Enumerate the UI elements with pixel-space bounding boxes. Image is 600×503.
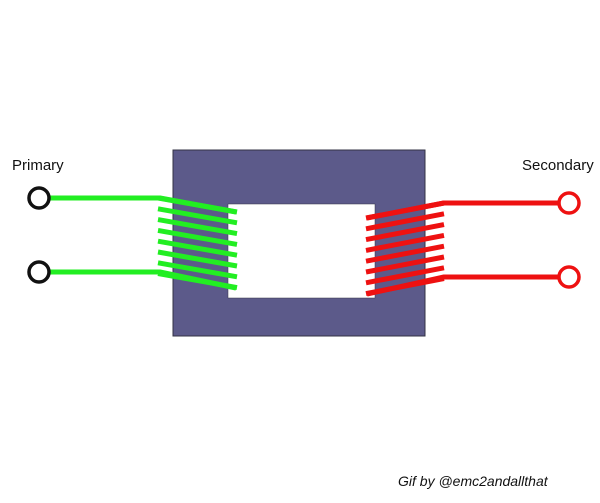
gif-credit: Gif by @emc2andallthat: [398, 473, 548, 489]
primary-winding: [157, 195, 238, 291]
secondary-terminal-top[interactable]: [557, 191, 581, 215]
secondary-winding-turn: [365, 265, 445, 286]
primary-circuit: [27, 186, 238, 291]
primary-winding-turn: [157, 195, 238, 215]
primary-winding-turn: [157, 206, 238, 226]
secondary-winding-turn: [365, 254, 445, 275]
secondary-terminal-bottom[interactable]: [557, 265, 581, 289]
secondary-winding: [365, 200, 445, 297]
core-window: [227, 203, 376, 299]
primary-winding-turn: [157, 227, 238, 247]
primary-winding-turn: [157, 238, 238, 258]
primary-winding-turn: [157, 271, 238, 291]
secondary-winding-turn: [365, 243, 445, 264]
primary-winding-turn: [157, 260, 238, 280]
primary-label: Primary: [12, 157, 64, 174]
secondary-winding-turn: [365, 222, 445, 243]
secondary-winding-turn: [365, 276, 445, 297]
primary-terminal-bottom[interactable]: [27, 260, 51, 284]
secondary-winding-turn: [365, 232, 445, 253]
secondary-winding-turn: [365, 200, 445, 221]
secondary-label: Secondary: [522, 157, 594, 174]
secondary-winding-turn: [365, 211, 445, 232]
secondary-circuit: [365, 191, 581, 297]
primary-winding-turn: [157, 217, 238, 237]
primary-winding-turn: [157, 249, 238, 269]
primary-terminal-top[interactable]: [27, 186, 51, 210]
